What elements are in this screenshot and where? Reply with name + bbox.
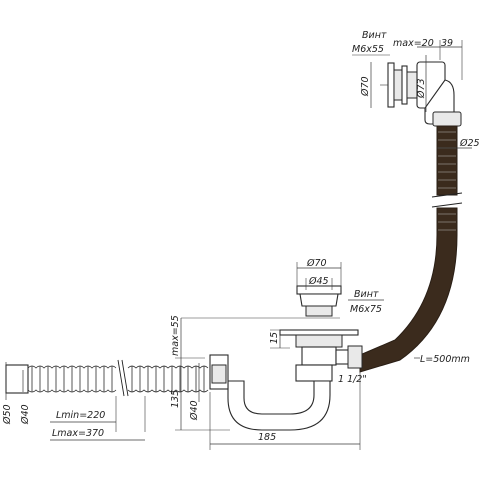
- label-d70-top: Ø70: [360, 76, 371, 97]
- label-m6x55: M6x55: [352, 44, 384, 55]
- siphon-trap: [175, 318, 361, 450]
- label-d45: Ø45: [308, 276, 329, 287]
- label-d40-left: Ø40: [20, 404, 31, 425]
- corrugated-outlet-hose: [5, 359, 209, 441]
- bath-drain: [181, 262, 384, 369]
- label-vint-top: Винт: [362, 30, 387, 41]
- label-lmax: Lmax=370: [52, 428, 104, 439]
- label-d135: 135: [170, 390, 181, 408]
- drain-body: [301, 346, 337, 366]
- label-d25: Ø25: [459, 138, 480, 149]
- label-vint-mid: Винт: [354, 289, 379, 300]
- label-d73: Ø73: [416, 78, 427, 99]
- drain-plug: [296, 285, 342, 295]
- label-d15: 15: [269, 332, 280, 344]
- overflow-nut: [432, 111, 462, 127]
- label-d40-mid: Ø40: [189, 400, 200, 421]
- label-d185: 185: [258, 432, 276, 443]
- label-max55: max=55: [170, 315, 181, 356]
- label-lmin: Lmin=220: [56, 410, 105, 421]
- overflow-cover-plate: [387, 62, 395, 108]
- label-d39: 39: [441, 38, 453, 49]
- hose-end-cuff: [5, 364, 29, 394]
- label-m6x75: M6x75: [350, 304, 382, 315]
- label-d50: Ø50: [2, 404, 13, 425]
- drain-flange: [279, 329, 359, 336]
- label-max20: max=20: [393, 38, 434, 49]
- label-d70-mid: Ø70: [306, 258, 327, 269]
- label-l500: L=500mm: [420, 354, 470, 365]
- overflow-assembly: [352, 40, 463, 127]
- trap-nut-right: [295, 364, 333, 382]
- overflow-hose: [359, 125, 472, 373]
- label-thread: 1 1/2": [338, 374, 367, 385]
